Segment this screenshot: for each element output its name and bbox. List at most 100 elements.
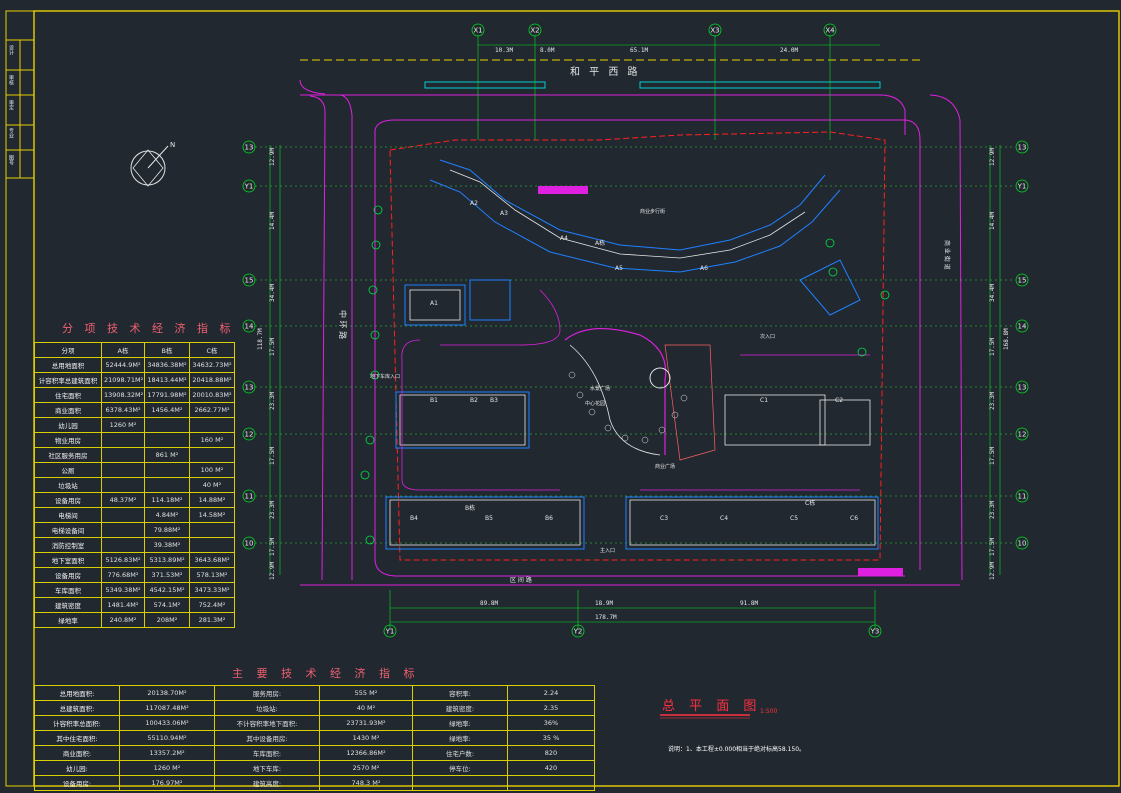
dim-right-4: 23.3M — [989, 392, 996, 410]
axis-left-2: 15 — [242, 273, 256, 287]
entrance-markers — [538, 186, 903, 576]
building-label-11: B6 — [545, 515, 553, 522]
table-cell: 861 M² — [144, 447, 190, 463]
table-cell: 160 M² — [189, 432, 235, 448]
table-cell: 消防控制室 — [34, 537, 102, 553]
title-block-cell: 专业 — [8, 128, 14, 138]
table-cell: 住宅面积 — [34, 387, 102, 403]
table-cell: 商业面积 — [34, 402, 102, 418]
svg-text:Y2: Y2 — [573, 628, 583, 636]
svg-text:Y1: Y1 — [244, 183, 254, 191]
table-cell: 2.24 — [507, 685, 595, 701]
axis-left-7: 10 — [242, 536, 256, 550]
dim-left-3: 17.5M — [269, 338, 276, 356]
plaza-label-5: 主入口 — [600, 547, 615, 554]
axis-right-2: 15 — [1015, 273, 1029, 287]
drawing-title: 总 平 面 图 — [662, 699, 762, 714]
road-name-left: 中 环 路 — [338, 310, 348, 339]
title-block-strip — [6, 39, 34, 179]
svg-text:12: 12 — [245, 431, 254, 439]
building-label-17: C6 — [850, 515, 858, 522]
table-cell: 21098.71M² — [101, 372, 145, 388]
building-label-1: A2 — [470, 200, 478, 207]
drawing-note: 说明：1、本工程±0.000相当于绝对标高58.150。 — [668, 746, 806, 753]
grid-lines — [255, 146, 1015, 544]
internal-roads — [401, 289, 870, 491]
axis-right-4: 13 — [1015, 380, 1029, 394]
table-cell: 幼儿园 — [34, 417, 102, 433]
dim-right-2: 34.4M — [989, 284, 996, 302]
table-cell: 578.13M² — [189, 567, 235, 583]
svg-text:13: 13 — [245, 144, 254, 152]
table-cell — [101, 477, 145, 493]
building-label-15: C4 — [720, 515, 728, 522]
table-cell: 其中住宅面积: — [34, 730, 120, 746]
table-cell: 40 M² — [319, 700, 413, 716]
table-cell — [189, 447, 235, 463]
table-cell: 社区服务用房 — [34, 447, 102, 463]
table-cell: 52444.9M² — [101, 357, 145, 373]
svg-text:11: 11 — [1018, 493, 1027, 501]
table-cell — [189, 522, 235, 538]
dim-right-1: 14.4M — [989, 212, 996, 230]
building-block-a — [404, 159, 861, 326]
building-label-2: A3 — [500, 210, 508, 217]
dimension-lines — [269, 35, 1001, 630]
title-block-cell: 审定 — [8, 100, 14, 110]
table-cell: 555 M² — [319, 685, 413, 701]
axis-top-3: X4 — [823, 23, 837, 37]
table-cell: 设备用房 — [34, 567, 102, 583]
table-cell: 23731.93M² — [319, 715, 413, 731]
table-cell: 1260 M² — [101, 417, 145, 433]
svg-text:11: 11 — [245, 493, 254, 501]
dim-left-0: 12.9M — [269, 148, 276, 166]
road-name-top: 和 平 西 路 — [570, 65, 641, 78]
table-cell — [507, 775, 595, 791]
dim-right-8: 12.9M — [989, 562, 996, 580]
table-cell: 1481.4M² — [101, 597, 145, 613]
table-cell: 79.88M² — [144, 522, 190, 538]
table-cell: 商业面积: — [34, 745, 120, 761]
building-label-16: C5 — [790, 515, 798, 522]
svg-text:13: 13 — [245, 384, 254, 392]
axis-left-0: 13 — [242, 140, 256, 154]
table-cell: 748.3 M² — [319, 775, 413, 791]
plaza-label-6: 地下车库入口 — [370, 373, 400, 380]
table-cell: 14.88M² — [189, 492, 235, 508]
table-cell — [144, 477, 190, 493]
axis-bottom-2: Y3 — [868, 624, 882, 638]
building-label-7: B2 — [470, 397, 478, 404]
axis-left-5: 12 — [242, 427, 256, 441]
table-cell: B栋 — [144, 342, 190, 358]
building-label-18: A栋 — [595, 239, 605, 247]
svg-text:12: 12 — [1018, 431, 1027, 439]
building-block-bc — [389, 394, 876, 546]
table-cell: 住宅户数: — [412, 745, 508, 761]
table-cell — [412, 775, 508, 791]
building-label-4: A5 — [615, 265, 623, 272]
dim-top-0: 10.3M — [495, 47, 513, 54]
road-band-right — [639, 81, 881, 89]
table-cell: 752.4M² — [189, 597, 235, 613]
axis-left-3: 14 — [242, 319, 256, 333]
axis-bottom-1: Y2 — [571, 624, 585, 638]
table-cell: 371.53M² — [144, 567, 190, 583]
table-cell: 车库面积 — [34, 582, 102, 598]
svg-text:X1: X1 — [473, 27, 482, 35]
table-cell: 建筑密度 — [34, 597, 102, 613]
table-cell: 地下车库: — [214, 760, 320, 776]
table-cell: 计容积率总面积: — [34, 715, 120, 731]
table-cell: 总用地面积 — [34, 357, 102, 373]
